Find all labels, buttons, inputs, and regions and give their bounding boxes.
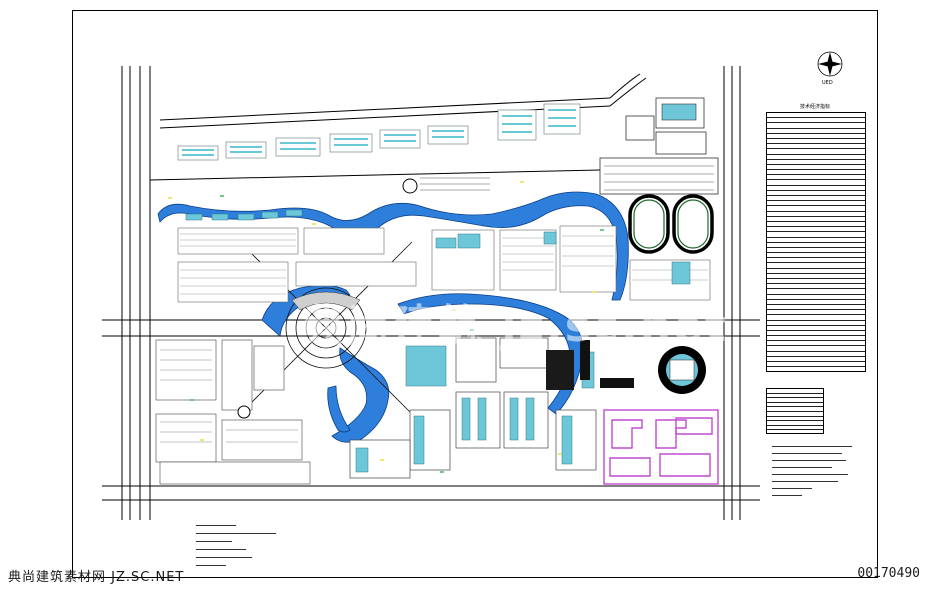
pool-building [661, 103, 697, 121]
summary-table [766, 388, 824, 434]
cyan-buildings-north [185, 209, 691, 285]
ring-lake-southwest [327, 385, 351, 433]
roundabout-n [402, 178, 418, 194]
north-dormitory-hatching [182, 109, 576, 156]
drawing-notes [766, 440, 866, 560]
roundabout-sw [237, 405, 251, 419]
legend-table [766, 112, 866, 372]
greenery-marks [168, 181, 596, 461]
north-arrow-icon [817, 51, 843, 77]
plan-notes [196, 518, 316, 568]
magenta-residential [603, 409, 719, 485]
drawing-frame [72, 10, 878, 578]
watermark-id: 00170490 [857, 566, 920, 581]
ring-lake-south [331, 347, 390, 443]
perimeter-roads [102, 66, 760, 520]
north-label: UED [822, 80, 833, 86]
southwest-blocks [155, 339, 311, 485]
watermark-center: 典尚建筑 jz.sc.net [300, 301, 728, 352]
watermark-left: 典尚建筑素材网 JZ.SC.NET [8, 570, 185, 585]
running-tracks [628, 194, 714, 254]
southwest-rows [160, 349, 298, 443]
cyan-academic-wings [355, 345, 595, 473]
library-block [546, 350, 574, 390]
northeast-grid [420, 165, 714, 191]
east-tower [580, 340, 590, 380]
north-campus-rows [180, 233, 708, 295]
greenery-marks-green [190, 195, 604, 473]
northeast-complex [599, 97, 719, 195]
legend-title: 技术经济指标 [800, 104, 831, 110]
plaza-hatching [291, 291, 361, 311]
east-radial-building [600, 346, 706, 394]
